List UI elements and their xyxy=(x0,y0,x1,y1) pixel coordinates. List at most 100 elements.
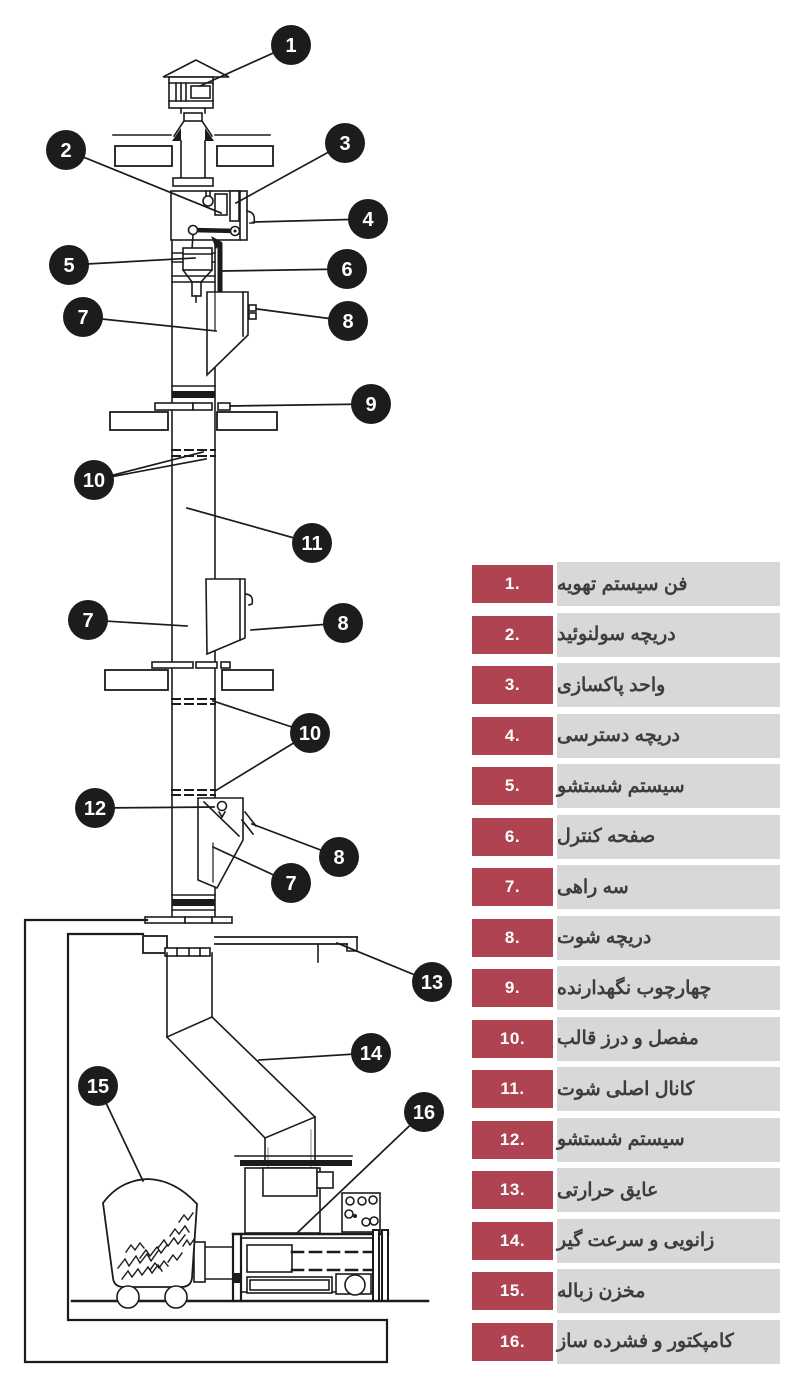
callout-badge-3: 3 xyxy=(325,123,365,163)
legend-row-5: 5.سیستم شستشو xyxy=(472,764,780,808)
legend-row-15: 15.مخزن زباله xyxy=(472,1269,780,1313)
legend-number: 9. xyxy=(472,969,553,1007)
svg-text:4: 4 xyxy=(362,209,374,231)
vent-cap xyxy=(162,59,230,138)
svg-text:5: 5 xyxy=(63,255,74,277)
legend-number: 13. xyxy=(472,1171,553,1209)
legend-number: 4. xyxy=(472,716,553,755)
legend-number: 7. xyxy=(472,868,553,906)
legend-number: 15. xyxy=(472,1272,553,1310)
svg-text:13: 13 xyxy=(421,972,443,994)
svg-text:11: 11 xyxy=(301,533,322,555)
legend-row-8: 8.دریچه شوت xyxy=(472,915,780,960)
callout-balloons: 1 2 3 4 5 6 7 8 9 10 11 7 8 10 12 8 7 13… xyxy=(46,25,452,1132)
callout-badge-7c: 7 xyxy=(271,863,311,903)
solenoid-valve xyxy=(214,193,228,216)
legend-row-16: 16.کامپکتور و فشرده ساز xyxy=(472,1319,780,1364)
waste-scribbles xyxy=(117,1212,196,1280)
legend-label: دریچه سولنوئید xyxy=(557,612,780,657)
legend-row-1: 1.فن سیستم تهویه xyxy=(472,562,780,606)
mold-joint-2 xyxy=(171,698,216,796)
svg-text:8: 8 xyxy=(342,311,353,333)
svg-text:10: 10 xyxy=(299,723,321,745)
svg-text:1: 1 xyxy=(285,35,296,57)
legend-number: 8. xyxy=(472,918,553,957)
svg-text:6: 6 xyxy=(341,259,352,281)
compactor-control-panel xyxy=(341,1192,381,1233)
callout-badge-12: 12 xyxy=(75,788,115,828)
legend-label: سه راهی xyxy=(557,865,780,909)
callout-badge-2: 2 xyxy=(46,130,86,170)
linkage-control-plate xyxy=(187,224,241,296)
legend-label: صفحه کنترل xyxy=(557,814,780,859)
elbow-duct xyxy=(165,952,353,1177)
callout-badge-16: 16 xyxy=(404,1092,444,1132)
callout-badge-10a: 10 xyxy=(74,460,114,500)
svg-text:10: 10 xyxy=(83,470,105,492)
svg-text:15: 15 xyxy=(87,1076,109,1098)
legend-label: کانال اصلی شوت xyxy=(557,1067,780,1111)
svg-text:2: 2 xyxy=(60,140,71,162)
legend-label: مفصل و درز قالب xyxy=(557,1016,780,1061)
chute-intake-3 xyxy=(197,797,258,890)
callout-badge-9: 9 xyxy=(351,384,391,424)
callout-badge-5: 5 xyxy=(49,245,89,285)
callout-badge-6: 6 xyxy=(327,249,367,289)
svg-text:7: 7 xyxy=(82,610,93,632)
legend-label: فن سیستم تهویه xyxy=(557,562,780,606)
legend-row-12: 12.سیستم شستشو xyxy=(472,1117,780,1162)
svg-text:8: 8 xyxy=(337,613,348,635)
legend-label: دریچه دسترسی xyxy=(557,713,780,758)
leader-lines xyxy=(64,43,434,1235)
svg-text:8: 8 xyxy=(333,847,344,869)
chute-intake-1 xyxy=(206,291,257,377)
svg-text:7: 7 xyxy=(285,873,296,895)
callout-badge-8c: 8 xyxy=(319,837,359,877)
floor-slab-1 xyxy=(109,385,278,431)
legend-row-6: 6.صفحه کنترل xyxy=(472,814,780,859)
svg-text:16: 16 xyxy=(413,1102,435,1124)
legend-row-10: 10.مفصل و درز قالب xyxy=(472,1016,780,1061)
svg-text:12: 12 xyxy=(84,798,106,820)
washing-system xyxy=(181,247,214,303)
legend-label: چهارچوب نگهدارنده xyxy=(557,966,780,1010)
legend-number: 2. xyxy=(472,615,553,654)
legend-row-2: 2.دریچه سولنوئید xyxy=(472,612,780,657)
legend-number: 11. xyxy=(472,1070,553,1108)
legend-number: 3. xyxy=(472,666,553,704)
svg-text:7: 7 xyxy=(77,307,88,329)
legend-label: سیستم شستشو xyxy=(557,764,780,808)
legend-row-3: 3.واحد پاکسازی xyxy=(472,663,780,707)
legend-number: 5. xyxy=(472,767,553,805)
legend-label: عایق حرارتی xyxy=(557,1168,780,1212)
callout-badge-8a: 8 xyxy=(328,301,368,341)
svg-text:3: 3 xyxy=(339,133,350,155)
legend-table: 1.فن سیستم تهویه 2.دریچه سولنوئید 3.واحد… xyxy=(472,562,780,1364)
legend-row-14: 14.زانویی و سرعت گیر xyxy=(472,1218,780,1263)
callout-badge-4: 4 xyxy=(348,199,388,239)
basement-walls xyxy=(23,918,389,1364)
legend-row-13: 13.عایق حرارتی xyxy=(472,1168,780,1212)
legend-label: زانویی و سرعت گیر xyxy=(557,1218,780,1263)
legend-number: 6. xyxy=(472,817,553,856)
garbage-bin xyxy=(102,1178,234,1309)
mold-joint-1 xyxy=(171,449,216,457)
callout-badge-13: 13 xyxy=(412,962,452,1002)
legend-row-7: 7.سه راهی xyxy=(472,865,780,909)
legend-number: 1. xyxy=(472,565,553,603)
floor-slab-2 xyxy=(104,661,274,691)
cleaning-unit xyxy=(229,190,240,222)
callout-badge-11: 11 xyxy=(292,523,332,563)
roof-slab xyxy=(112,128,274,187)
bin-wheel xyxy=(116,1285,140,1309)
legend-row-9: 9.چهارچوب نگهدارنده xyxy=(472,966,780,1010)
legend-number: 14. xyxy=(472,1221,553,1260)
sprinkler-nozzle xyxy=(216,800,228,819)
legend-label: دریچه شوت xyxy=(557,915,780,960)
legend-number: 10. xyxy=(472,1019,553,1058)
callout-badge-15: 15 xyxy=(78,1066,118,1106)
legend-label: واحد پاکسازی xyxy=(557,663,780,707)
callout-badge-10b: 10 xyxy=(290,713,330,753)
